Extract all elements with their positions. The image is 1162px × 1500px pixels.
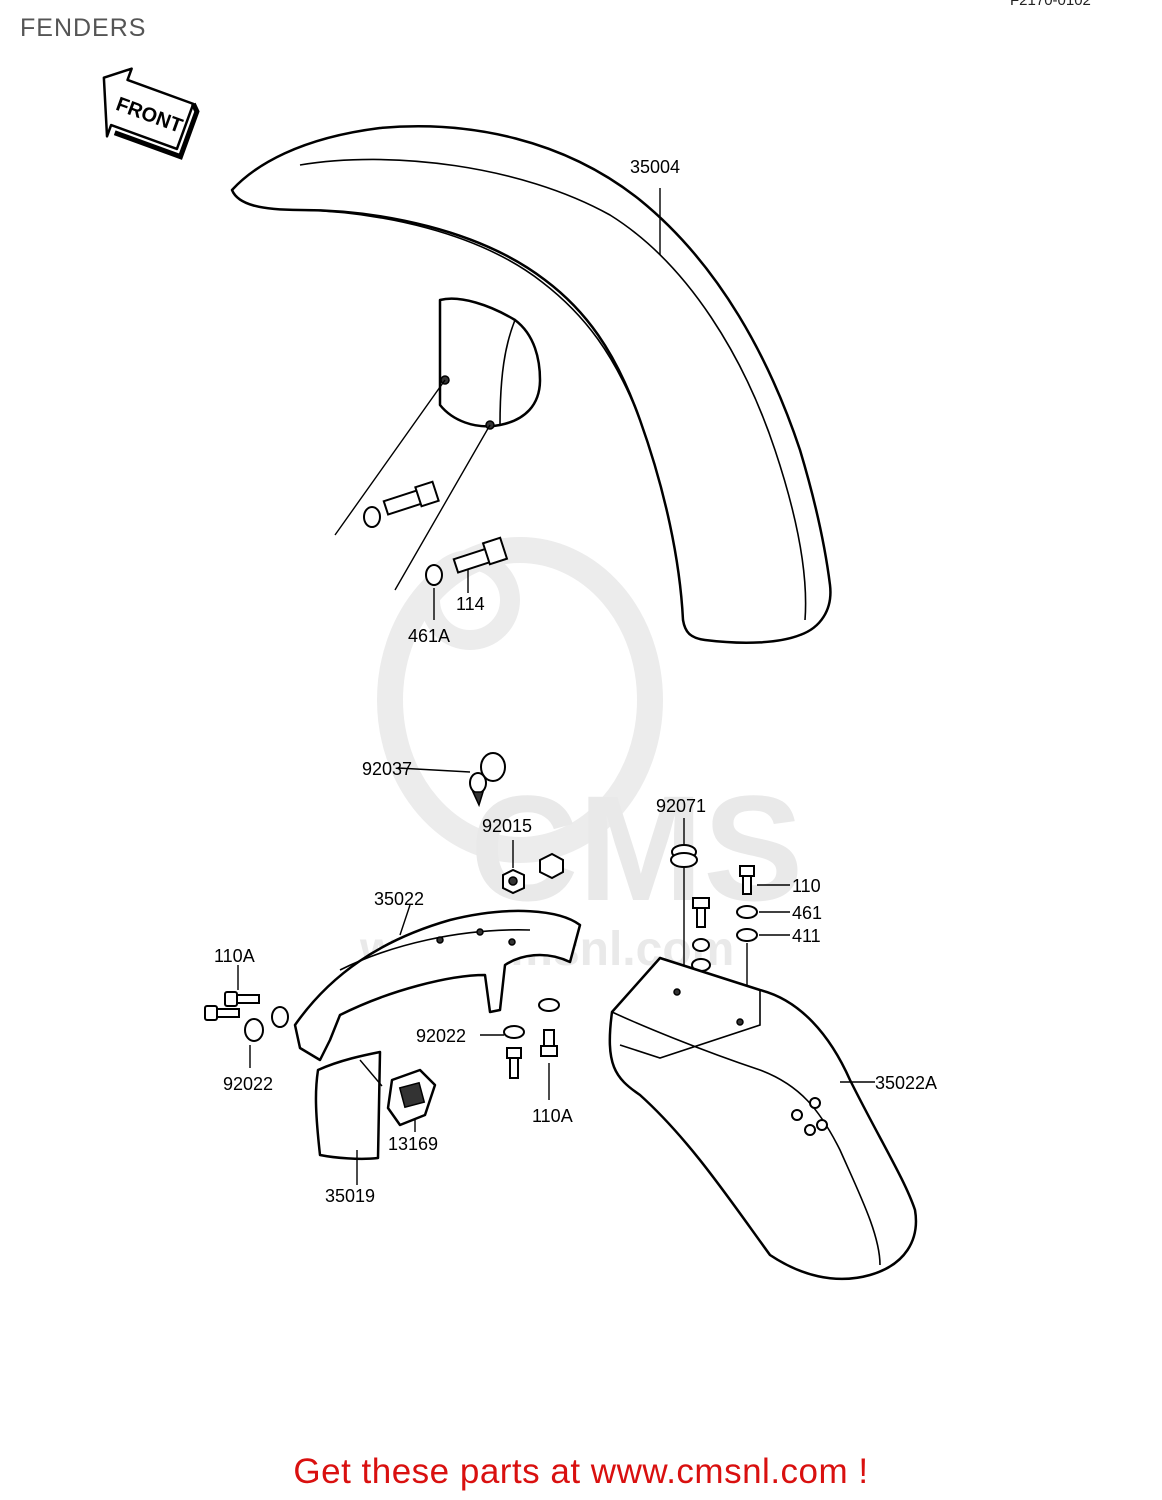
label-110A-mid: 110A [532,1106,573,1126]
label-92022-mid: 92022 [416,1026,466,1046]
label-35022: 35022 [374,889,424,909]
label-461A: 461A [408,626,450,646]
reflector-13169: 13169 [386,1068,438,1154]
nut-92015: 92015 [482,816,564,895]
front-fender-35004: 35004 [230,125,832,644]
bolt-110A-left: 110A 92022 [204,946,289,1094]
label-35019: 35019 [325,1186,375,1206]
label-461: 461 [792,903,822,923]
label-411: 411 [792,926,821,946]
mud-flap-35019: 35019 [314,1050,383,1206]
bolt-114-upper: 114 461A [334,379,509,646]
page-title: FENDERS [20,14,147,42]
label-110: 110 [792,876,821,896]
label-92037: 92037 [362,759,412,779]
label-13169: 13169 [388,1134,438,1154]
label-110A-left: 110A [214,946,255,966]
bolt-110-group: 110 461 411 [736,865,822,1015]
label-92015: 92015 [482,816,532,836]
label-114: 114 [456,594,485,614]
rear-fender-front-35022: 35022 [293,889,582,1062]
watermark-logo: CMS [470,764,803,932]
label-92071: 92071 [656,796,706,816]
label-35022A: 35022A [875,1073,937,1093]
clamp-92037: 92037 [362,752,506,808]
washer-92022-mid: 92022 110A [416,998,573,1126]
rear-fender-35022A: 35022A [608,956,937,1281]
front-direction-arrow: FRONT [102,67,200,160]
diagram-ref-code: F2170-0102 [1010,0,1091,9]
footer-cta-link[interactable]: Get these parts at www.cmsnl.com ! [293,1452,869,1491]
label-35004: 35004 [630,157,680,177]
label-92022-left: 92022 [223,1074,273,1094]
